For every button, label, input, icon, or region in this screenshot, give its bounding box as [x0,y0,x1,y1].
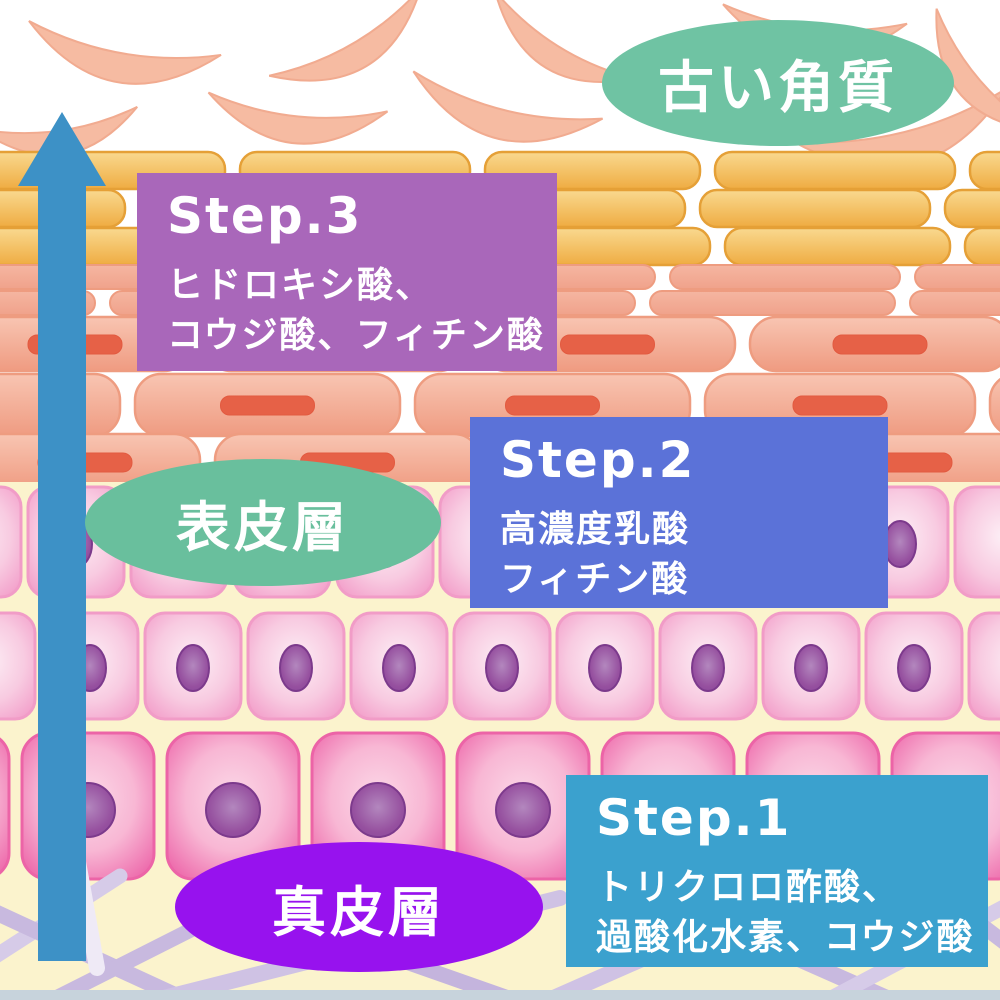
step3-box: Step.3 ヒドロキシ酸、 コウジ酸、フィチン酸 [137,173,557,371]
step1-line-1: トリクロロ酢酸、 [596,867,901,908]
step1-line-2: 過酸化水素、コウジ酸 [596,916,975,958]
epidermis-label: 表皮層 [85,459,441,586]
dermis-label: 真皮層 [175,842,543,972]
step1-box: Step.1 トリクロロ酢酸、 過酸化水素、コウジ酸 [566,775,988,967]
step2-line-2: フィチン酸 [500,558,690,600]
dermis-text: 真皮層 [272,880,446,944]
step2-title: Step.2 [500,431,696,489]
epidermis-text: 表皮層 [176,496,350,559]
step1-title: Step.1 [596,789,792,847]
old-keratin-label: 古い角質 [602,20,954,146]
old-keratin-text: 古い角質 [658,55,898,121]
step3-line-2: コウジ酸、フィチン酸 [167,314,545,356]
step2-box: Step.2 高濃度乳酸 フィチン酸 [470,417,888,608]
step2-line-1: 高濃度乳酸 [500,509,691,550]
step3-line-1: ヒドロキシ酸、 [167,265,434,306]
step3-title: Step.3 [167,187,363,245]
